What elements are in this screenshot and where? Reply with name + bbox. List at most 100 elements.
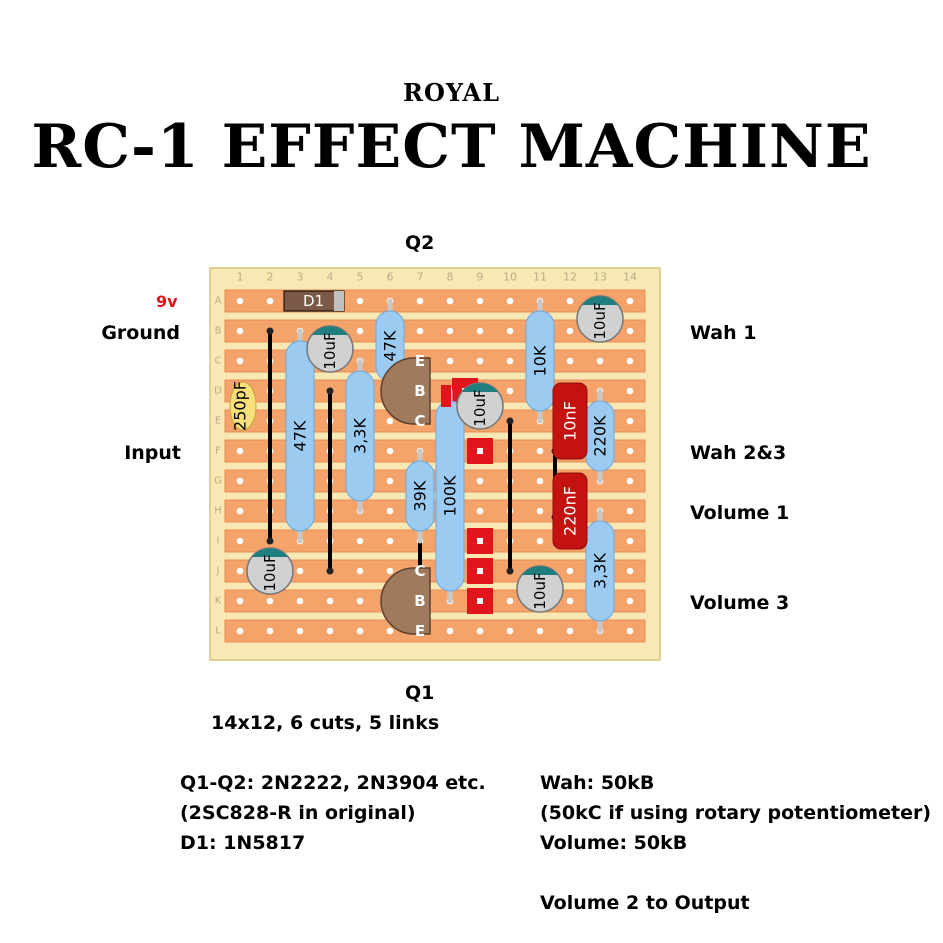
column-label: 10 bbox=[503, 271, 517, 284]
hole bbox=[506, 387, 514, 395]
hole bbox=[236, 447, 244, 455]
capacitor-10uf-2-label: 10uF bbox=[471, 389, 489, 426]
note-output: Volume 2 to Output bbox=[540, 892, 750, 914]
column-label: 14 bbox=[623, 271, 637, 284]
column-label: 13 bbox=[593, 271, 607, 284]
hole bbox=[476, 627, 484, 635]
q2-pin-e: E bbox=[415, 352, 425, 370]
column-label: 11 bbox=[533, 271, 547, 284]
q2-tab bbox=[441, 385, 451, 407]
row-label: A bbox=[215, 296, 222, 307]
hole bbox=[386, 567, 394, 575]
capacitor-10uf-2 bbox=[456, 382, 504, 430]
hole bbox=[446, 297, 454, 305]
hole bbox=[626, 537, 634, 545]
capacitor-10uf-4 bbox=[246, 547, 294, 595]
hole bbox=[236, 297, 244, 305]
row-label: G bbox=[214, 476, 222, 487]
hole bbox=[266, 597, 274, 605]
capacitor-10uf-3-label: 10uF bbox=[591, 302, 609, 339]
hole bbox=[596, 357, 604, 365]
transistor-q2 bbox=[380, 357, 431, 425]
q1-pin-b: B bbox=[414, 592, 425, 610]
notes-right: Wah: 50kB (50kC if using rotary potentio… bbox=[540, 768, 931, 918]
hole bbox=[566, 597, 574, 605]
row-label: E bbox=[215, 416, 221, 427]
hole bbox=[626, 507, 634, 515]
hole bbox=[446, 327, 454, 335]
q2-pin-b: B bbox=[414, 382, 425, 400]
hole bbox=[416, 327, 424, 335]
capacitor-10uf-3-stripe bbox=[582, 296, 618, 305]
hole bbox=[236, 507, 244, 515]
row-label: B bbox=[215, 326, 222, 337]
resistor-3k3-b-label: 3,3K bbox=[591, 553, 610, 589]
cut-hole bbox=[477, 568, 483, 574]
hole bbox=[476, 297, 484, 305]
resistor-220k-label: 220K bbox=[591, 415, 610, 457]
row-label: H bbox=[214, 506, 222, 517]
hole bbox=[626, 627, 634, 635]
hole bbox=[476, 477, 484, 485]
note-volume: Volume: 50kB bbox=[540, 832, 688, 854]
capacitor-10uf-1 bbox=[306, 325, 354, 373]
hole bbox=[446, 627, 454, 635]
link-end bbox=[266, 537, 274, 545]
diode-d1-label: D1 bbox=[303, 292, 324, 310]
capacitor-10uf-4-label: 10uF bbox=[261, 554, 279, 591]
column-label: 4 bbox=[327, 271, 334, 284]
q2-label: Q2 bbox=[405, 232, 435, 254]
hole bbox=[566, 627, 574, 635]
hole bbox=[506, 357, 514, 365]
hole bbox=[566, 297, 574, 305]
row-label: L bbox=[215, 626, 221, 637]
hole bbox=[326, 597, 334, 605]
hole bbox=[536, 507, 544, 515]
hole bbox=[566, 357, 574, 365]
link-end bbox=[266, 327, 274, 335]
resistor-10k bbox=[525, 310, 555, 412]
capacitor-250pf bbox=[229, 381, 257, 431]
note-wah-rotary: (50kC if using rotary potentiometer) bbox=[540, 802, 932, 824]
column-label: 6 bbox=[387, 271, 394, 284]
hole bbox=[356, 327, 364, 335]
hole bbox=[386, 477, 394, 485]
q1-label: Q1 bbox=[405, 682, 435, 704]
board-info: 14x12, 6 cuts, 5 links bbox=[211, 712, 440, 734]
hole bbox=[386, 627, 394, 635]
link-end bbox=[326, 387, 334, 395]
hole bbox=[626, 567, 634, 575]
hole bbox=[236, 627, 244, 635]
row-label: K bbox=[215, 596, 222, 607]
hole bbox=[236, 477, 244, 485]
row-label: C bbox=[215, 356, 222, 367]
hole bbox=[626, 477, 634, 485]
capacitor-220nf-label: 220nF bbox=[561, 486, 580, 536]
copper-strip bbox=[224, 589, 646, 613]
hole bbox=[356, 627, 364, 635]
hole bbox=[356, 537, 364, 545]
resistor-3k3-b bbox=[585, 520, 615, 622]
hole bbox=[356, 567, 364, 575]
column-label: 3 bbox=[297, 271, 304, 284]
cut-hole bbox=[477, 448, 483, 454]
label-input: Input bbox=[124, 442, 181, 464]
resistor-100k-label: 100K bbox=[441, 475, 460, 517]
brand-name: ROYAL bbox=[403, 78, 500, 107]
q1-pin-c: C bbox=[414, 562, 425, 580]
hole bbox=[476, 507, 484, 515]
capacitor-250pf-label: 250pF bbox=[231, 381, 250, 431]
capacitor-10uf-4-stripe bbox=[252, 548, 288, 557]
hole bbox=[266, 297, 274, 305]
resistor-39k bbox=[405, 460, 435, 532]
hole bbox=[236, 567, 244, 575]
note-transistors: Q1-Q2: 2N2222, 2N3904 etc. bbox=[180, 772, 486, 794]
row-label: F bbox=[215, 446, 221, 457]
hole bbox=[476, 357, 484, 365]
hole bbox=[386, 447, 394, 455]
link-end bbox=[506, 567, 514, 575]
track-cuts bbox=[452, 378, 493, 614]
capacitor-10uf-5-label: 10uF bbox=[531, 572, 549, 609]
